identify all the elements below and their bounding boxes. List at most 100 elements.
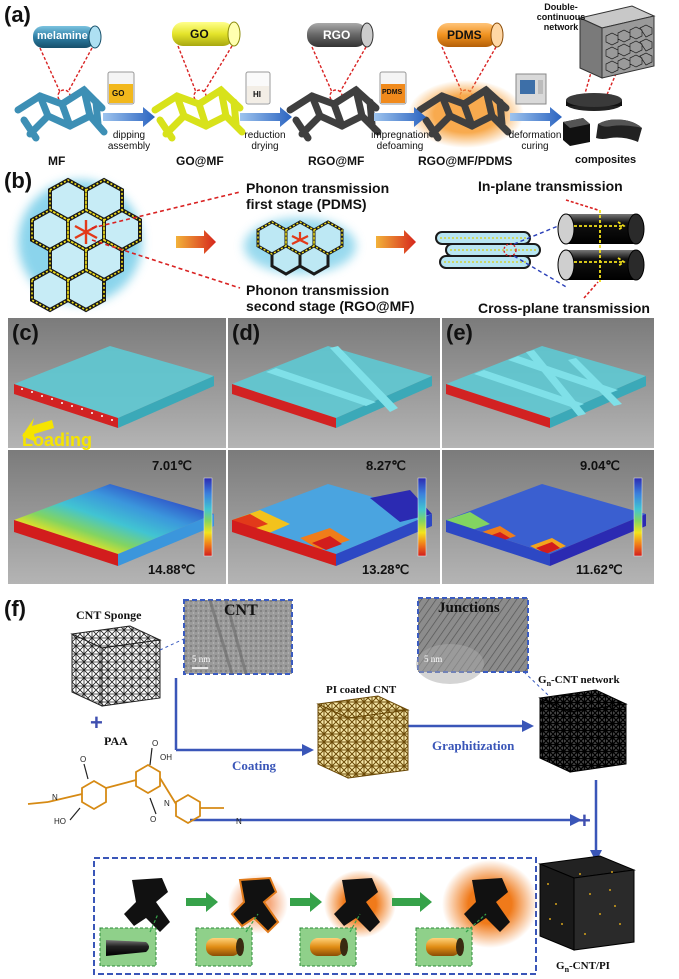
junction-1 [124,878,170,932]
cylinder-label-go: GO [190,27,209,41]
step-2-line1: reduction [244,130,286,141]
network-cube [578,5,656,79]
junction-3 [324,870,396,938]
capsule-inset-3 [299,927,357,967]
panel-a-graphic [14,5,656,148]
pi-coated-cube [316,695,410,779]
temp-bottom-d: 13.28℃ [362,562,410,577]
pdms-cylinder [437,22,504,48]
stage-arrow-2 [376,230,416,254]
junction-2 [228,874,288,934]
cnt-inset-label: CNT [224,602,258,619]
paa-label: PAA [104,734,128,748]
step-4-line1: deformation [508,130,562,141]
gn-cnt-pi-cube [538,855,636,951]
svg-text:N: N [236,817,242,826]
network-title-line2: continuous [536,12,586,22]
second-stage-line1: Phonon transmission [246,282,390,298]
step-label-4: deformation curing [503,130,567,152]
step-label-1: dipping assembly [98,130,160,152]
cnt-tem-inset [183,599,293,675]
gn-pi-rest: -CNT/PI [569,960,610,972]
plus-sign-2: + [578,808,591,833]
stage-arrow-1 [176,230,216,254]
network-title-line1: Double- [544,2,578,12]
network-title: Double- continuous network [536,2,586,32]
junction-4 [442,860,538,948]
beaker-hi [245,71,271,105]
oven-icon [515,73,547,105]
stage-label-go-mf: GO@MF [176,154,224,168]
tube-zoom-lines [513,221,569,289]
svg-text:O: O [150,815,156,824]
panel-a-letter: (a) [4,2,31,27]
cnt-scale-label: 5 nm [192,654,211,664]
second-stage-label: Phonon transmission second stage (RGO@MF… [246,282,414,314]
temp-top-c: 7.01℃ [152,458,192,473]
capsule-inset-1 [99,927,157,967]
zoomed-cell [244,218,356,276]
cylinder-label-rgo: RGO [323,28,351,42]
gn-cnt-network-label: Gn-CNT network [538,674,620,688]
cylinder-label-melamine: melamine [37,30,88,42]
beaker-label-hi: HI [253,90,261,99]
graphitization-label: Graphitization [432,738,515,753]
paa-structure [27,763,224,825]
zoomed-tubes [557,199,645,299]
cylinder-label-pdms: PDMS [447,28,482,42]
slab-e [446,346,646,428]
cnt-sponge-cube [70,625,162,707]
gn-network-g: G [538,674,547,686]
slab-c [14,346,214,442]
svg-text:O: O [152,739,158,748]
gn-network-sub: n [546,679,552,689]
first-stage-label: Phonon transmission first stage (PDMS) [246,180,389,212]
panel-c-letter: (c) [12,320,39,345]
temp-bottom-e: 11.62℃ [576,562,623,577]
step-1-line1: dipping [112,130,146,141]
step-3-line2: defoaming [376,141,424,152]
step-1-line2: assembly [107,141,151,152]
second-stage-line2: second stage (RGO@MF) [246,298,415,314]
honeycomb-network [18,177,142,313]
tube-bundle [435,231,541,269]
beaker-label-go: GO [112,89,125,98]
slab-d [232,346,432,428]
heatmap-d [232,484,432,566]
pi-coated-label: PI coated CNT [326,684,397,696]
capsule-pointers [149,913,487,933]
flow-lines [174,678,602,862]
simulation-panels [8,318,654,584]
panel-d-letter: (d) [232,320,261,345]
gn-pi-g: G [556,960,565,972]
junctions-inset-label: Junctions [438,600,500,616]
temp-top-d: 8.27℃ [366,458,406,473]
plus-sign-1: + [90,710,103,735]
temp-top-e: 9.04℃ [580,458,620,473]
beaker-label-pdms: PDMS [382,89,403,96]
svg-text:N: N [164,799,170,808]
gn-cnt-pi-label: Gn-CNT/PI [556,960,610,974]
go-mf-foam [151,85,246,142]
stage-label-mf: MF [48,154,66,168]
cross-plane-label: Cross-plane transmission [478,300,650,316]
paa-structure-dark [69,747,157,821]
panel-e-letter: (e) [446,320,473,345]
capsule-inset-2 [195,927,253,967]
heatmap-c [14,484,214,566]
gn-network-rest: -CNT network [551,674,620,686]
phonon-pointers [91,191,241,289]
stage-label-rgo-mf: RGO@MF [308,154,365,168]
composites-label: composites [575,154,637,166]
loading-label: Loading [22,430,92,450]
step-2-line2: drying [251,141,279,152]
svg-text:N: N [52,793,58,802]
svg-text:O: O [80,755,86,764]
first-stage-line2: first stage (PDMS) [246,196,367,212]
beaker-pdms [379,71,407,105]
panel-b-letter: (b) [4,168,33,193]
process-arrows [103,107,562,127]
beaker-go [107,71,135,105]
junctions-scale-label: 5 nm [424,654,443,664]
